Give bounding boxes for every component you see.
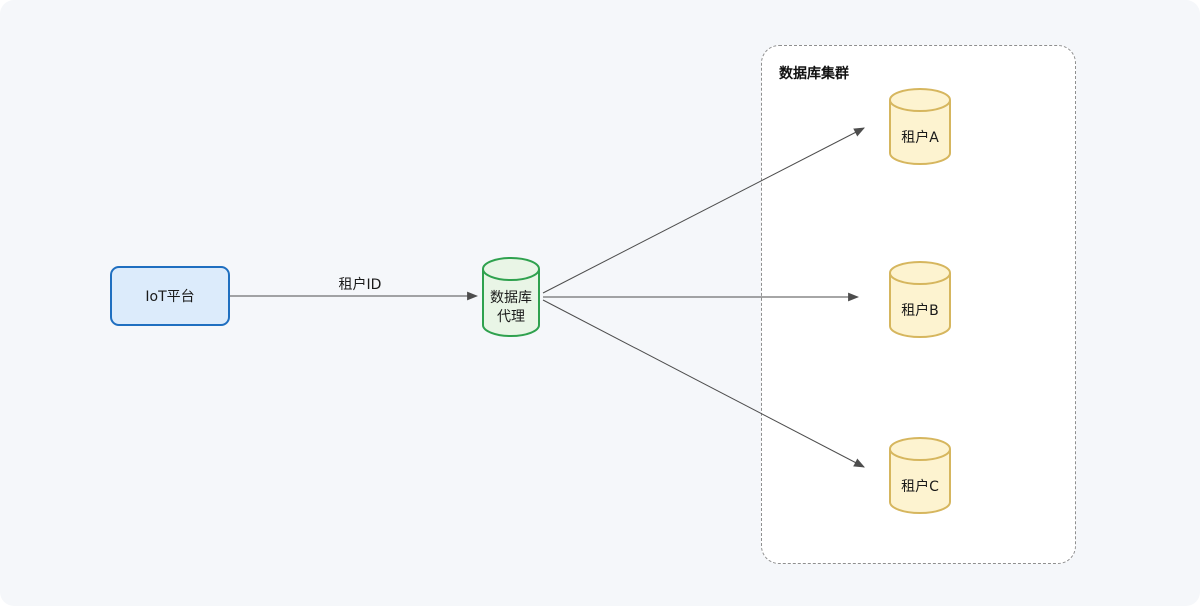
node-iot-platform-label: IoT平台 xyxy=(145,289,195,305)
node-tenant-b[interactable]: 租户B xyxy=(888,261,952,339)
edge-label-tenant-id: 租户ID xyxy=(338,277,382,293)
cylinder-rim xyxy=(482,268,540,281)
database-cylinder-icon xyxy=(482,257,540,337)
tenant-c-label-text: 租户C xyxy=(901,478,939,495)
cluster-title: 数据库集群 xyxy=(779,66,849,82)
database-cylinder-icon xyxy=(889,88,951,165)
node-tenant-c-label: 租户C xyxy=(888,459,952,515)
cylinder-body xyxy=(889,437,951,514)
tenant-b-label-text: 租户B xyxy=(901,302,939,319)
cylinder-body xyxy=(889,88,951,165)
database-cylinder-icon xyxy=(889,437,951,514)
node-tenant-b-label: 租户B xyxy=(888,283,952,339)
node-tenant-a[interactable]: 租户A xyxy=(888,88,952,166)
node-database-proxy-label: 数据库 代理 xyxy=(481,278,541,338)
proxy-label-line2: 代理 xyxy=(497,309,525,325)
node-database-proxy[interactable]: 数据库 代理 xyxy=(481,256,541,338)
cylinder-rim xyxy=(889,448,951,461)
proxy-label-line1: 数据库 xyxy=(490,290,532,306)
node-tenant-a-label: 租户A xyxy=(888,110,952,166)
cylinder-body xyxy=(889,261,951,338)
database-cylinder-icon xyxy=(889,261,951,338)
node-tenant-c[interactable]: 租户C xyxy=(888,437,952,515)
cylinder-rim xyxy=(889,272,951,285)
tenant-a-label-text: 租户A xyxy=(901,129,939,146)
cylinder-rim xyxy=(889,99,951,112)
node-iot-platform[interactable]: IoT平台 xyxy=(110,266,230,326)
cylinder-body xyxy=(482,257,540,337)
